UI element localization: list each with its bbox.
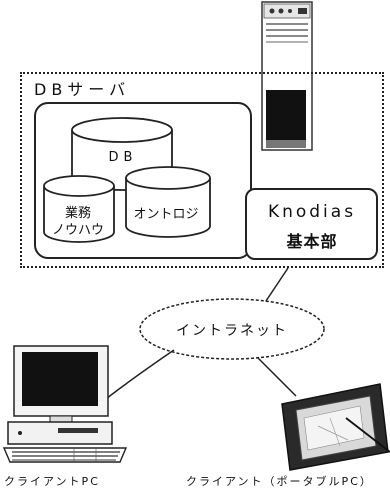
storage-group-box — [34, 102, 252, 259]
business-knowhow-line1: 業務 — [64, 206, 91, 221]
knodias-to-intranet-line — [265, 267, 289, 302]
business-knowhow-line2: ノウハウ — [51, 223, 104, 238]
db-server-label: DBサーバ — [34, 80, 131, 99]
ontology-cylinder — [125, 166, 211, 238]
portable-pc-caption: クライアント（ポータブルPC） — [186, 475, 373, 488]
db-server-region — [20, 72, 384, 268]
desktop-pc-icon — [2, 345, 128, 463]
intranet-label: イントラネット — [176, 323, 288, 339]
ontology-label: オントロジ — [133, 207, 199, 222]
knodias-box — [245, 188, 378, 260]
intranet-to-desktop-line — [97, 349, 175, 406]
desktop-pc-caption: クライアントPC — [4, 475, 100, 488]
intranet-to-portable-line — [257, 357, 297, 397]
knodias-part-label: 基本部 — [286, 232, 338, 251]
intranet-cloud — [139, 298, 325, 360]
business-knowhow-cylinder — [43, 175, 115, 243]
db-label: DB — [108, 150, 138, 165]
server-tower-icon — [261, 1, 313, 151]
business-knowhow-label: 業務 ノウハウ — [46, 205, 110, 239]
knodias-name: Knodias — [267, 202, 357, 222]
portable-pc-icon — [281, 383, 390, 471]
